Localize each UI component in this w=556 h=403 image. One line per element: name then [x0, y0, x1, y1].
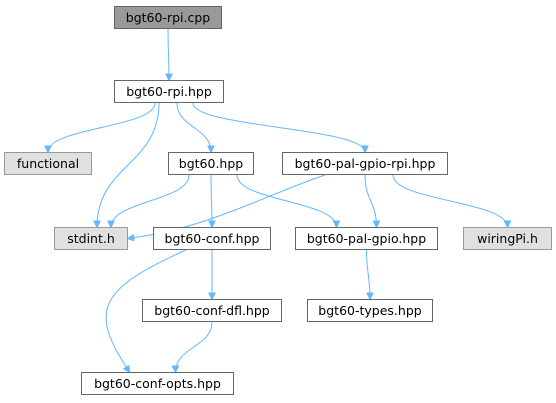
edge-rpi-hpp-to-pal-gpio-rpi	[192, 102, 365, 152]
node-bgt60-conf-dfl-hpp[interactable]: bgt60-conf-dfl.hpp	[142, 299, 282, 322]
node-bgt60-rpi-hpp[interactable]: bgt60-rpi.hpp	[114, 80, 224, 103]
node-bgt60-conf-opts-hpp[interactable]: bgt60-conf-opts.hpp	[81, 372, 234, 395]
edge-bgt60-hpp-to-stdint	[111, 174, 190, 227]
node-bgt60-rpi-cpp[interactable]: bgt60-rpi.cpp	[114, 6, 222, 29]
edge-bgt60-hpp-to-pal-gpio	[236, 174, 337, 227]
edge-pal-gpio-rpi-to-pal-gpio	[364, 174, 377, 227]
edge-pal-gpio-rpi-to-wiringpi	[392, 174, 508, 227]
edge-pal-gpio-to-types	[366, 249, 371, 299]
edge-rpi-hpp-to-stdint	[97, 102, 160, 227]
node-bgt60-types-hpp[interactable]: bgt60-types.hpp	[307, 299, 433, 322]
edge-rpi-hpp-to-functional	[48, 102, 156, 152]
edge-bgt60-hpp-to-conf	[211, 174, 212, 227]
edge-rpi-hpp-to-bgt60-hpp	[176, 102, 211, 152]
node-bgt60-pal-gpio-rpi-hpp[interactable]: bgt60-pal-gpio-rpi.hpp	[282, 152, 448, 175]
node-bgt60-hpp[interactable]: bgt60.hpp	[168, 152, 254, 175]
edge-root-to-rpi-hpp	[168, 28, 169, 80]
node-bgt60-conf-hpp[interactable]: bgt60-conf.hpp	[153, 227, 271, 250]
node-wiringpi-h: wiringPi.h	[463, 227, 552, 250]
node-stdint-h: stdint.h	[54, 227, 128, 250]
edge-conf-to-conf-opts	[105, 249, 187, 372]
node-bgt60-pal-gpio-hpp[interactable]: bgt60-pal-gpio.hpp	[295, 227, 438, 250]
node-functional: functional	[4, 152, 92, 175]
edge-conf-dfl-to-conf-opts	[176, 321, 213, 372]
